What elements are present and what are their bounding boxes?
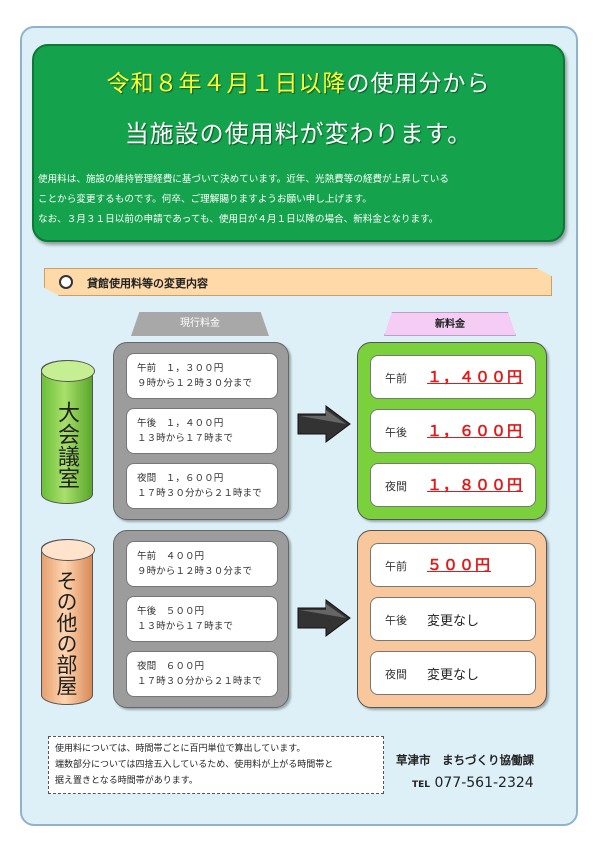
banner-title: 令和８年４月１日以降の使用分から (34, 64, 563, 98)
time-line: １３時から１７時まで (137, 433, 233, 444)
header-banner: 令和８年４月１日以降の使用分から 当施設の使用料が変わります。 使用料は、施設の… (32, 44, 565, 242)
banner-title-rest: の使用分から (346, 71, 491, 97)
banner-title-highlight: 令和８年４月１日以降 (106, 71, 347, 97)
circle-icon (59, 275, 73, 289)
fee-line: 午前 １，３００円 (137, 363, 224, 374)
current-fee-tab: 現行料金 (131, 312, 269, 336)
time-line: １３時から１７時まで (137, 621, 233, 632)
time-slot-label: 夜間 (385, 480, 407, 493)
new-fee-item: 午後 変更なし (370, 597, 536, 641)
new-fee-panel-large-hall: 午前 １，４００円 午後 １，６００円 夜間 １，８００円 (357, 342, 547, 520)
footnote-line: 据え置きとなる時間帯があります。 (55, 776, 198, 786)
current-fee-item: 午後 １，４００円 １３時から１７時まで (126, 408, 278, 454)
section-label: 貸館使用料等の変更内容 (87, 277, 208, 290)
room-name: その他の部屋 (54, 570, 78, 696)
new-fee-item: 午前 ５００円 (370, 543, 536, 587)
room-cylinder-large-hall: 大会議室 (41, 360, 95, 504)
arrow-right-icon (297, 599, 351, 637)
time-line: １７時３０分から２１時まで (137, 488, 262, 499)
new-price: １，８００円 (427, 476, 524, 494)
new-fee-item: 午後 １，６００円 (370, 409, 536, 453)
time-line: ９時から１２時３０分まで (137, 566, 253, 577)
tel-label: TEL (412, 780, 431, 790)
current-fee-panel-other-rooms: 午前 ４００円 ９時から１２時３０分まで 午後 ５００円 １３時から１７時まで … (113, 530, 289, 708)
fee-line: 夜間 １，６００円 (137, 473, 224, 484)
time-slot-label: 午後 (385, 614, 407, 627)
footnote-line: 端数部分については四捨五入しているため、使用料が上がる時間帯と (55, 760, 334, 770)
no-change-text: 変更なし (427, 614, 480, 629)
footnote-box: 使用料については、時間帯ごとに百円単位で算出しています。 端数部分については四捨… (48, 736, 384, 794)
room-cylinder-other-rooms: その他の部屋 (41, 539, 95, 705)
new-fee-item: 午前 １，４００円 (370, 355, 536, 399)
fee-line: 午前 ４００円 (137, 551, 205, 562)
time-line: １７時３０分から２１時まで (137, 676, 262, 687)
tel-number: 077-561-2324 (434, 775, 534, 791)
current-fee-item: 夜間 １，６００円 １７時３０分から２１時まで (126, 463, 278, 509)
new-price: ５００円 (427, 556, 492, 574)
current-fee-item: 夜間 ６００円 １７時３０分から２１時まで (126, 651, 278, 697)
arrow-right-icon (297, 405, 351, 443)
current-fee-item: 午前 ４００円 ９時から１２時３０分まで (126, 541, 278, 587)
no-change-text: 変更なし (427, 668, 480, 683)
contact-department: 草津市 まちづくり協働課 (396, 753, 534, 767)
room-name: 大会議室 (54, 401, 79, 489)
time-line: ９時から１２時３０分まで (137, 378, 253, 389)
fee-line: 夜間 ６００円 (137, 661, 205, 672)
new-fee-item: 夜間 １，８００円 (370, 463, 536, 507)
new-price: １，６００円 (427, 422, 524, 440)
banner-body-line: 使用料は、施設の維持管理経費に基づいて決めています。近年、光熱費等の経費が上昇し… (38, 174, 449, 185)
new-price: １，４００円 (427, 368, 524, 386)
time-slot-label: 午前 (385, 372, 407, 385)
banner-body: 使用料は、施設の維持管理経費に基づいて決めています。近年、光熱費等の経費が上昇し… (38, 170, 563, 230)
current-fee-item: 午前 １，３００円 ９時から１２時３０分まで (126, 353, 278, 399)
footnote-line: 使用料については、時間帯ごとに百円単位で算出しています。 (55, 744, 306, 754)
banner-body-line: なお、３月３１日以前の申請であっても、使用日が４月１日以降の場合、新料金となりま… (38, 214, 439, 225)
time-slot-label: 午後 (385, 426, 407, 439)
current-fee-panel-large-hall: 午前 １，３００円 ９時から１２時３０分まで 午後 １，４００円 １３時から１７… (113, 342, 289, 520)
current-fee-item: 午後 ５００円 １３時から１７時まで (126, 596, 278, 642)
banner-body-line: ことから変更するものです。何卒、ご理解賜りますようお願い申し上げます。 (38, 194, 372, 205)
new-fee-item: 夜間 変更なし (370, 651, 536, 695)
time-slot-label: 午前 (385, 560, 407, 573)
banner-subtitle: 当施設の使用料が変わります。 (124, 120, 473, 148)
fee-line: 午後 ５００円 (137, 606, 205, 617)
section-header: 貸館使用料等の変更内容 (44, 268, 552, 296)
contact-phone: TEL 077-561-2324 (412, 775, 534, 791)
fee-line: 午後 １，４００円 (137, 418, 224, 429)
new-fee-panel-other-rooms: 午前 ５００円 午後 変更なし 夜間 変更なし (357, 530, 547, 708)
time-slot-label: 夜間 (385, 668, 407, 681)
new-fee-tab: 新料金 (384, 312, 516, 336)
